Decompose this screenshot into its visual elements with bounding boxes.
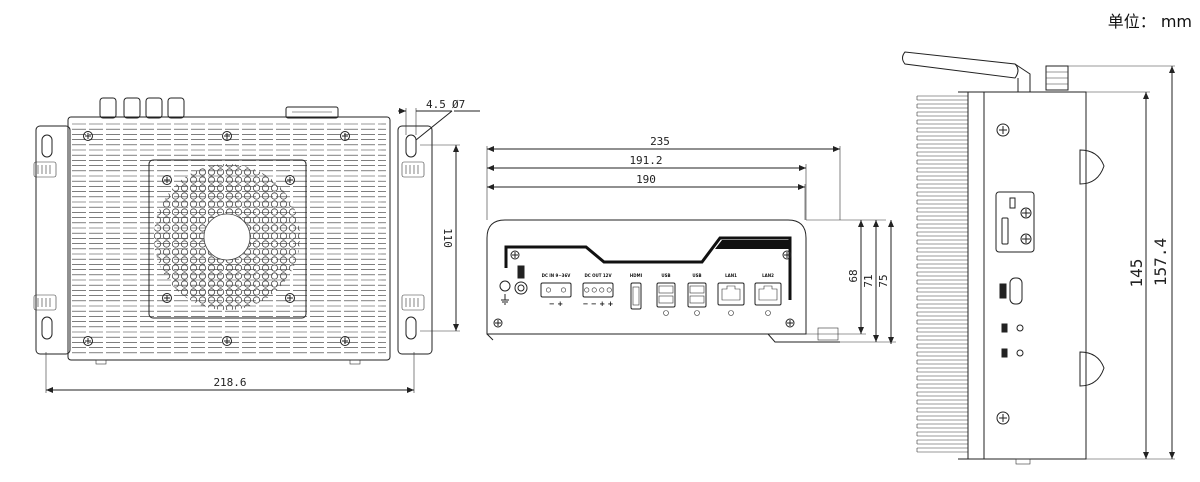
keyhole-slots — [41, 134, 417, 340]
dim-height-top: 110 — [420, 144, 460, 332]
unit-label: 单位： mm — [1107, 12, 1192, 31]
fan-grille-icon — [154, 164, 300, 310]
card-slot-panel — [995, 191, 1035, 253]
dim-label-235: 235 — [650, 135, 670, 148]
front-body — [486, 219, 807, 335]
top-body — [67, 116, 391, 361]
bracket-vents — [33, 161, 425, 311]
dim-label-4-5: 4.5 — [426, 98, 446, 111]
dim-label-hole: Ø7 — [452, 98, 465, 111]
port-panel: DC IN 9~36V DC OUT 12V HDMI USB USB LAN1 LAN2 −… — [540, 273, 782, 316]
dim-label-157-4: 157.4 — [1151, 238, 1170, 286]
antenna-jack — [514, 265, 528, 295]
hdmi-port — [630, 282, 642, 310]
feet — [95, 359, 361, 365]
port-label: LAN1 — [725, 273, 737, 278]
port-label: HDMI — [630, 273, 643, 278]
side-body — [983, 91, 1087, 460]
dim-label-190: 190 — [636, 173, 656, 186]
lan-port — [754, 282, 782, 306]
dim-height-front: 68 71 75 — [806, 219, 896, 344]
ground-icon — [499, 280, 511, 305]
top-connectors — [99, 97, 339, 119]
screw-icon — [83, 131, 350, 346]
dim-width-front: 235 191.2 190 — [486, 135, 841, 220]
terminal-port — [582, 282, 614, 298]
port-label: USB — [661, 273, 670, 278]
polarity-mark: − + — [549, 300, 563, 308]
dim-height-side: 145 157.4 — [1068, 65, 1175, 460]
front-flange — [486, 333, 840, 343]
dim-label-145: 145 — [1127, 259, 1146, 288]
heatsink-fins — [72, 123, 386, 354]
side-latches — [1079, 149, 1105, 387]
usb-port — [656, 282, 676, 308]
dim-label-191-2: 191.2 — [629, 154, 662, 167]
dim-label-75: 75 — [877, 274, 890, 287]
screw-icon — [996, 123, 1032, 425]
side-heatsink-fins — [916, 95, 968, 453]
side-view: 145 157.4 — [902, 51, 1175, 465]
port-label: LAN2 — [762, 273, 774, 278]
left-mount-bracket — [35, 125, 71, 355]
dim-label-68: 68 — [847, 269, 860, 282]
dim-label-110: 110 — [441, 228, 454, 248]
right-mount-bracket — [397, 125, 433, 355]
dim-slot: 4.5 Ø7 — [398, 98, 480, 141]
dim-label-71: 71 — [862, 274, 875, 287]
dim-label-218: 218.6 — [213, 376, 246, 389]
lan-port — [717, 282, 745, 306]
dim-width-top: 218.6 — [45, 352, 415, 393]
antenna-icon — [902, 51, 1069, 93]
fan-plate — [148, 159, 307, 319]
front-view: 235 191.2 190 DC IN 9~36V DC OUT 12V HDMI U… — [486, 135, 896, 344]
screw-icon — [493, 250, 795, 328]
port-label: USB — [692, 273, 701, 278]
top-view: 218.6 110 4.5 Ø7 — [33, 97, 480, 393]
trim-stripes — [715, 240, 790, 249]
port-label: DC OUT 12V — [584, 273, 612, 278]
port-label: DC IN 9~36V — [542, 273, 572, 278]
front-trim — [504, 236, 792, 300]
side-ports — [999, 277, 1024, 358]
usb-port — [687, 282, 707, 308]
terminal-port — [540, 282, 572, 298]
polarity-mark: − − + + — [583, 300, 614, 308]
